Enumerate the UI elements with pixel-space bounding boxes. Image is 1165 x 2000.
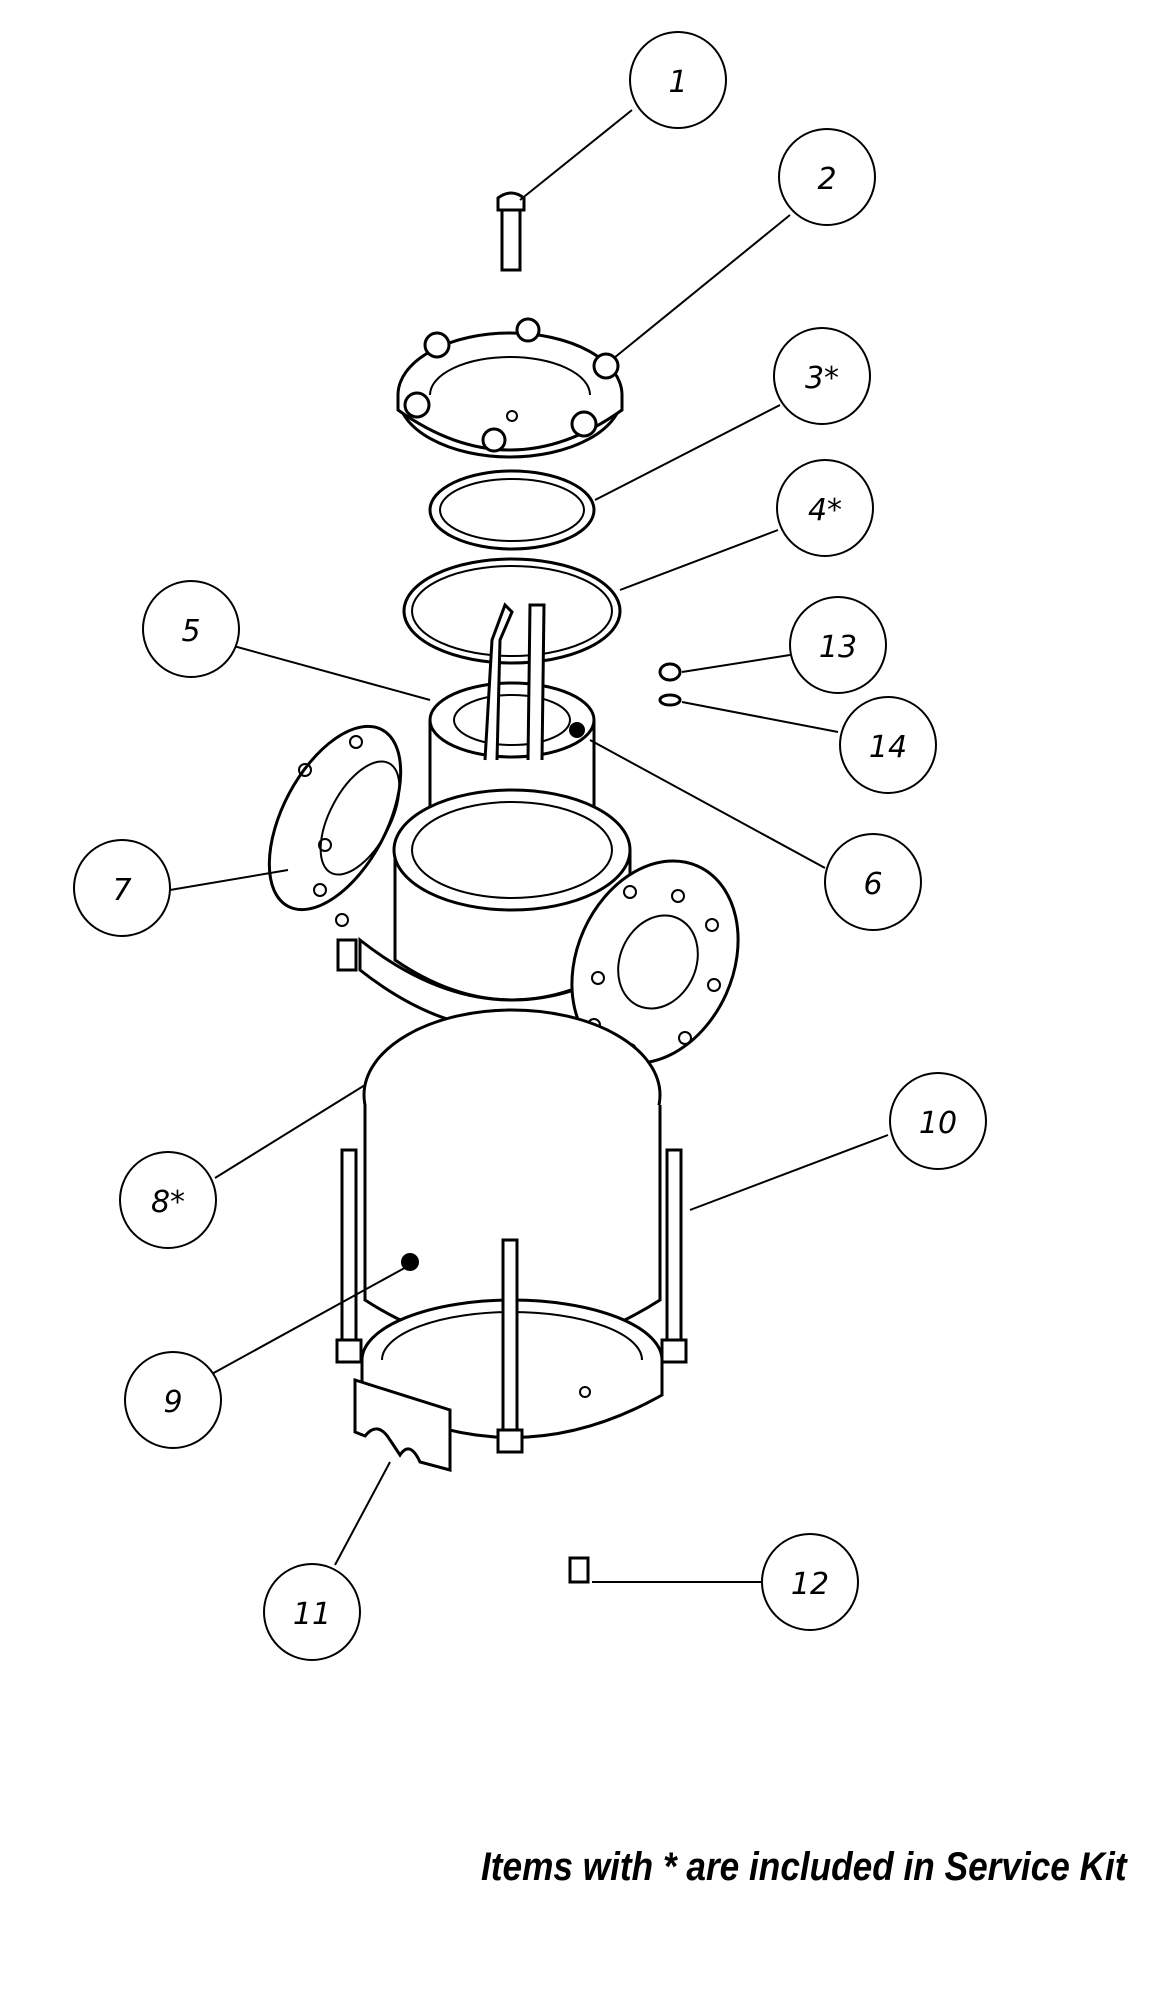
callout-14-label: 14 xyxy=(869,730,907,765)
callout-6-label: 6 xyxy=(863,867,882,902)
part-11-bracket xyxy=(353,1377,452,1472)
callout-4: 4* xyxy=(776,459,874,557)
callout-4-label: 4* xyxy=(808,493,842,528)
callout-3: 3* xyxy=(773,327,871,425)
callout-8-label: 8* xyxy=(151,1185,185,1220)
part-6-pin xyxy=(569,722,585,738)
callout-6: 6 xyxy=(824,833,922,931)
callout-11: 11 xyxy=(263,1563,361,1661)
callout-10-label: 10 xyxy=(919,1106,957,1141)
part-4-oring-inner xyxy=(411,565,613,657)
callout-8: 8* xyxy=(119,1151,217,1249)
leader-lines xyxy=(169,109,889,1583)
part-1-bolt xyxy=(496,191,526,272)
callout-7-label: 7 xyxy=(112,873,131,908)
service-kit-footnote: Items with * are included in Service Kit xyxy=(481,1845,1127,1889)
callout-2: 2 xyxy=(778,128,876,226)
callout-10: 10 xyxy=(889,1072,987,1170)
callout-1-label: 1 xyxy=(668,65,687,100)
part-3-oring-inner xyxy=(439,478,585,542)
callout-3-label: 3* xyxy=(805,361,839,396)
part-12-plug xyxy=(568,1556,590,1584)
callout-1: 1 xyxy=(629,31,727,129)
callout-11-label: 11 xyxy=(293,1597,331,1632)
callout-13-label: 13 xyxy=(819,630,857,665)
callout-14: 14 xyxy=(839,696,937,794)
part-3-oring xyxy=(428,469,596,551)
callout-5-label: 5 xyxy=(181,614,200,649)
part-10-tie-rods xyxy=(335,1148,688,1454)
callout-12: 12 xyxy=(761,1533,859,1631)
callout-2-label: 2 xyxy=(817,162,836,197)
part-13-nut xyxy=(658,662,682,682)
callout-9-label: 9 xyxy=(163,1385,182,1420)
callout-7: 7 xyxy=(73,839,171,937)
part-14-washer xyxy=(658,693,682,707)
part-7-housing xyxy=(267,724,740,1065)
callout-12-label: 12 xyxy=(791,1567,829,1602)
callout-13: 13 xyxy=(789,596,887,694)
part-2-cover-flange xyxy=(396,317,624,459)
callout-5: 5 xyxy=(142,580,240,678)
callout-9: 9 xyxy=(124,1351,222,1449)
